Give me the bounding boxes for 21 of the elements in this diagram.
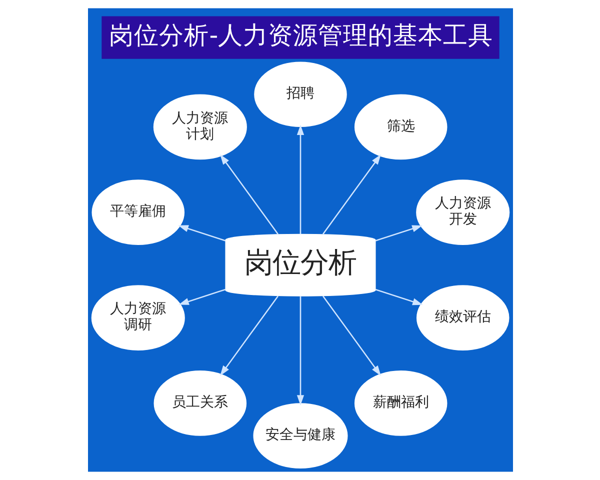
arrow bbox=[296, 124, 304, 234]
arrow bbox=[322, 296, 380, 376]
node-ellipse: 员工关系 bbox=[153, 370, 246, 436]
arrow bbox=[374, 288, 422, 306]
node-ellipse: 薪酬福利 bbox=[354, 370, 447, 436]
arrow bbox=[296, 296, 304, 406]
diagram-title: 岗位分析-人力资源管理的基本工具 bbox=[108, 20, 493, 50]
node-ellipse: 人力资源调研 bbox=[90, 285, 184, 351]
node-ellipse: 平等雇佣 bbox=[91, 180, 184, 245]
arrow bbox=[178, 225, 226, 242]
node-ellipse: 招聘 bbox=[254, 62, 346, 128]
arrow bbox=[220, 296, 278, 376]
arrow bbox=[178, 288, 226, 305]
arrow bbox=[374, 225, 422, 242]
node-ellipse: 人力资源开发 bbox=[416, 180, 510, 245]
arrow bbox=[322, 154, 380, 234]
node-ellipse: 安全与健康 bbox=[252, 403, 348, 468]
arrow bbox=[220, 154, 278, 234]
node-ellipse: 筛选 bbox=[354, 94, 447, 160]
node-ellipse: 绩效评估 bbox=[416, 285, 509, 351]
node-ellipse: 人力资源计划 bbox=[152, 94, 246, 160]
